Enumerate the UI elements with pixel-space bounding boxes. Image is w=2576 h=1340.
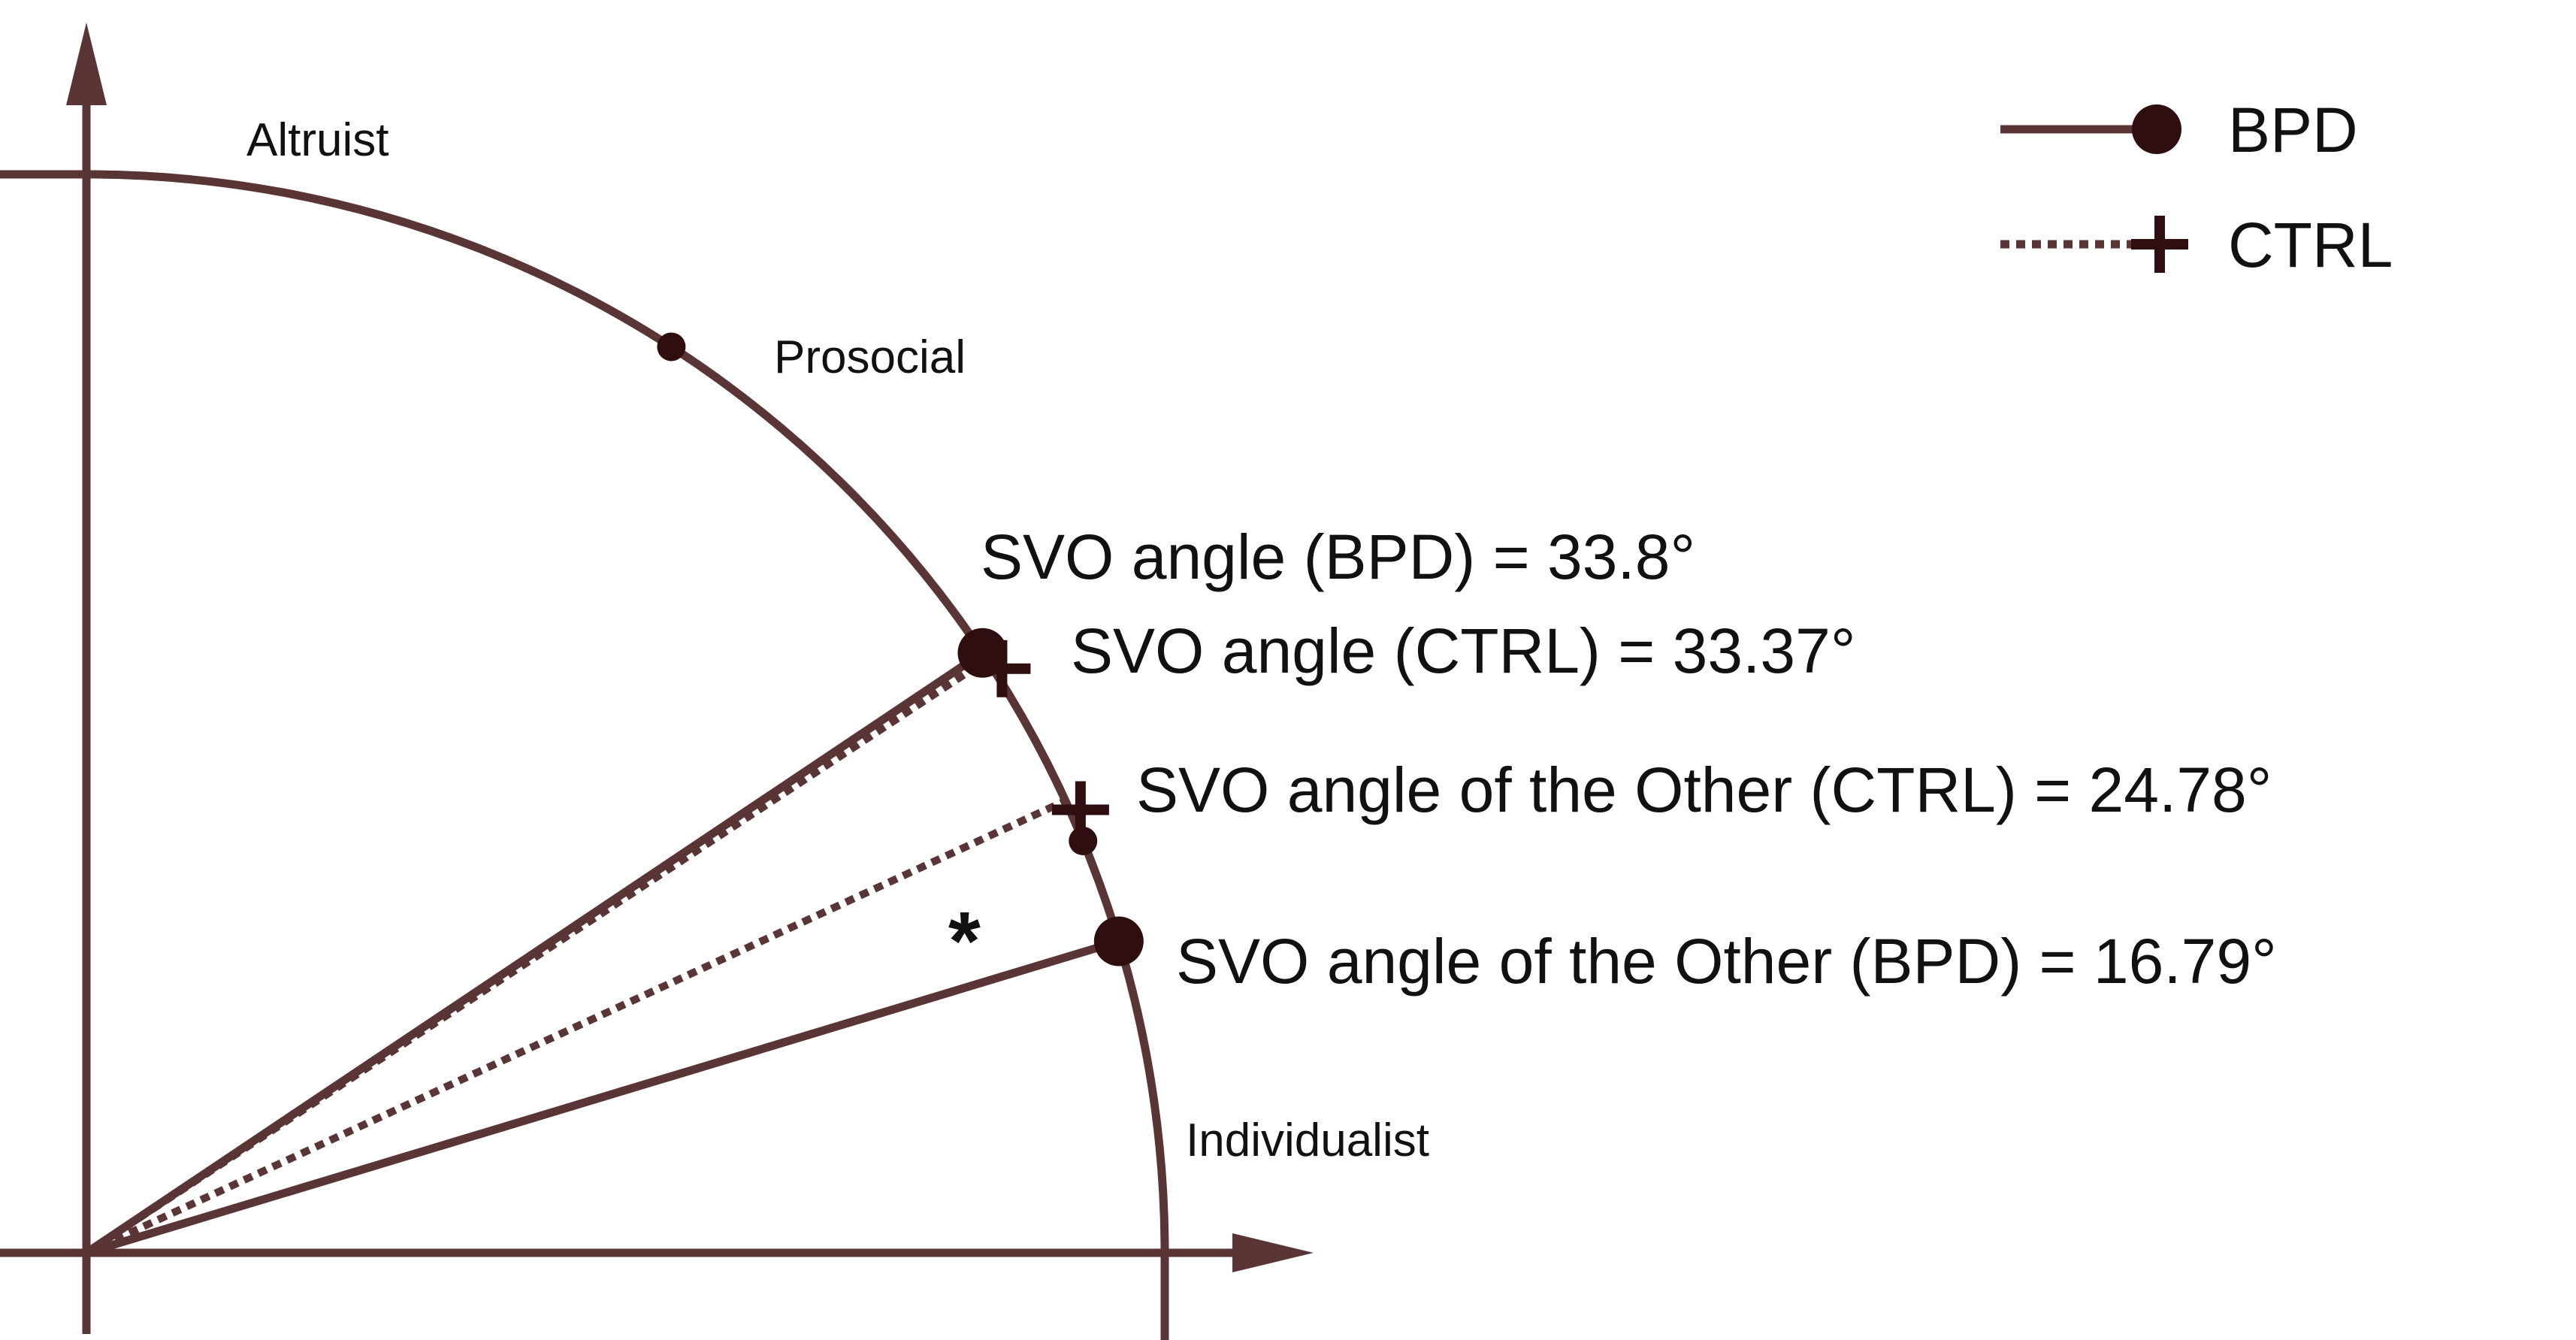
svo-angle-plus-marker-1 bbox=[973, 640, 1031, 697]
svo-angle-rays bbox=[83, 649, 1120, 1257]
svo-angle-markers bbox=[657, 332, 1144, 966]
svo-angle-ray-ctrl-2 bbox=[84, 797, 1067, 1257]
x-axis-arrowhead bbox=[1232, 1233, 1314, 1272]
boundary-dot-0 bbox=[657, 332, 686, 361]
legend: BPD CTRL bbox=[2000, 95, 2393, 280]
y-axis-arrowhead bbox=[66, 23, 107, 105]
legend-ctrl-label: CTRL bbox=[2228, 210, 2393, 280]
svo-angle-other-bpd-label: SVO angle of the Other (BPD) = 16.79° bbox=[1176, 926, 2277, 997]
individualist-label: Individualist bbox=[1186, 1115, 1429, 1166]
legend-ctrl-plus-marker bbox=[2131, 216, 2188, 273]
svo-angle-ctrl-label: SVO angle (CTRL) = 33.37° bbox=[1071, 616, 1855, 686]
significance-asterisk: * bbox=[948, 895, 981, 988]
boundary-dot-1 bbox=[1069, 827, 1098, 856]
altruist-label: Altruist bbox=[246, 114, 389, 166]
legend-bpd-label: BPD bbox=[2228, 95, 2358, 165]
legend-bpd-marker bbox=[2132, 104, 2181, 154]
svo-angle-ray-bpd-3 bbox=[85, 937, 1120, 1257]
svo-angle-circle-marker-3 bbox=[1093, 916, 1144, 966]
svo-circle-arc bbox=[0, 170, 1169, 1340]
svo-angle-other-ctrl-label: SVO angle of the Other (CTRL) = 24.78° bbox=[1136, 755, 2272, 825]
svo-angle-bpd-label: SVO angle (BPD) = 33.8° bbox=[981, 522, 1695, 592]
svo-angle-ray-ctrl-1 bbox=[84, 656, 990, 1257]
prosocial-label: Prosocial bbox=[774, 331, 966, 383]
